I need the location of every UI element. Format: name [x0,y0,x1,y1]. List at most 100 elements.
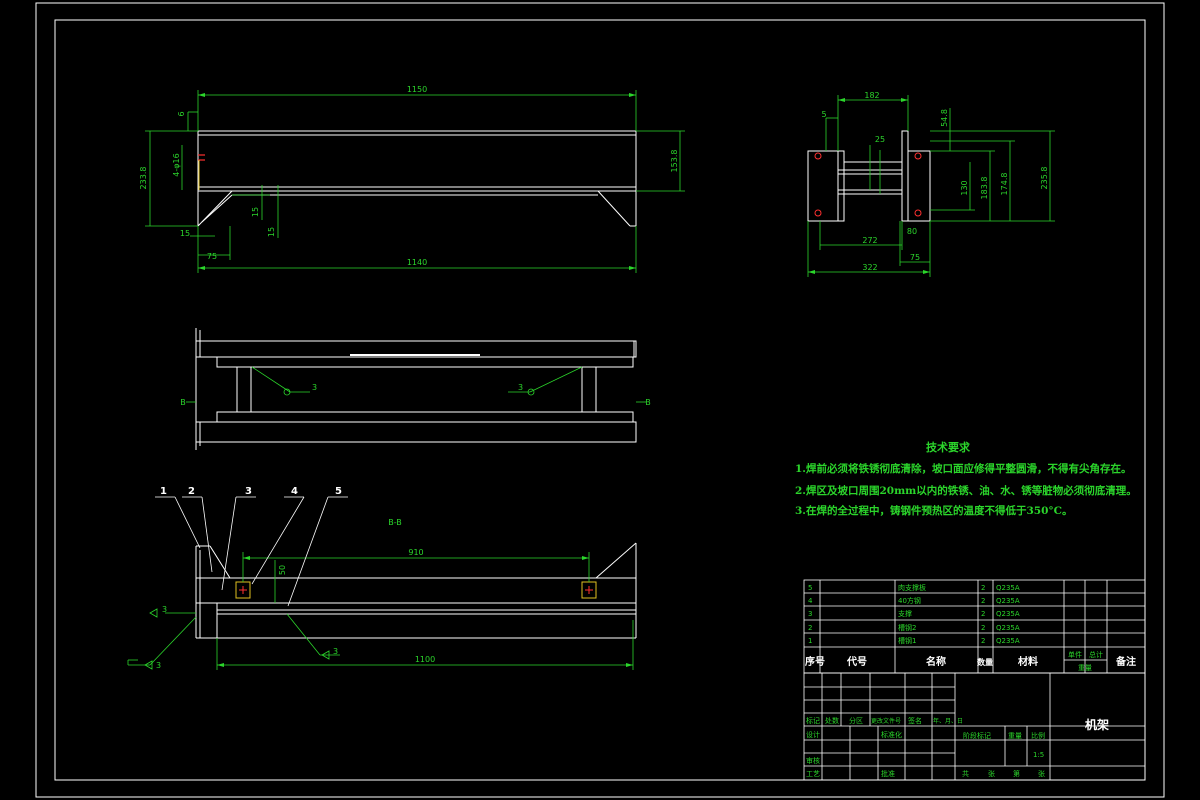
tb-standard: 标准化 [881,730,902,739]
dim-top-bottom: 1140 [407,258,427,267]
balloon-5: 5 [335,486,342,497]
top-view: 1150 1140 233.8 153.8 6 15 15 15 75 4-φ1… [139,85,685,273]
sheet-frame [35,2,1165,798]
tech-title: 技术要求 [926,440,971,454]
bom-cell: 2 [981,610,985,618]
balloon-3: 3 [245,486,252,497]
tb-doc-no: 更改文件号 [871,717,901,725]
tb-sign: 签名 [908,716,922,725]
tb-scale: 比例 [1031,731,1045,740]
dim-side-130: 130 [960,180,969,195]
tb-approve: 批准 [881,769,895,778]
dim-side-5: 5 [821,110,826,119]
bom-cell: 肉支撑板 [898,583,926,592]
bom-header: 序号 代号 名称 数量 材料 单件 总计 重量 备注 [805,650,1136,672]
dim-side-183: 183.8 [980,177,989,200]
bom-header-unit: 单件 [1068,650,1082,659]
bom-cell: 1 [808,637,812,645]
dim-mid-3a: 3 [312,383,317,392]
dim-side-80: 80 [907,227,917,236]
tb-weight: 重量 [1008,732,1022,740]
bom-cell: 3 [808,610,812,618]
dim-bot-50: 50 [278,565,287,575]
dim-side-54: 54.8 [940,109,949,127]
tech-line-1: 1.焊前必须将铁锈彻底清除，坡口面应修得平整圆滑，不得有尖角存在。 [795,462,1131,475]
tb-sheet-unit: 张 [988,769,995,778]
bom-row-2: 2 槽钢2 2 Q235A [808,623,1020,632]
bom-header-name: 名称 [926,655,946,668]
dim-bot-3c: 3 [333,647,338,656]
tb-scale-value: 1:5 [1033,751,1044,759]
dim-top-15b: 15 [251,207,260,217]
dim-bot-1100: 1100 [415,655,435,664]
bom-cell: 2 [981,597,985,605]
bom-header-remark: 备注 [1115,655,1136,668]
bom-cell: 2 [981,584,985,592]
tb-sheet-unit2: 张 [1038,769,1045,778]
dim-side-182: 182 [864,91,879,100]
bom-row-1: 1 槽钢1 2 Q235A [808,636,1020,645]
balloon-4: 4 [291,486,298,497]
bom-cell: 40方钢 [898,596,921,605]
dim-top-15a: 15 [180,229,190,238]
tech-line-3: 3.在焊的全过程中，铸钢件预热区的温度不得低于350°C。 [795,504,1073,517]
dim-side-272: 272 [862,236,877,245]
dim-bot-910: 910 [408,548,423,557]
bom-cell: 2 [808,624,812,632]
tb-design: 设计 [806,730,820,739]
dim-bot-3b: 3 [156,661,161,670]
dim-top-6: 6 [177,111,186,116]
dim-top-15c: 15 [267,227,276,237]
dim-top-75: 75 [207,252,217,261]
bom-header-no: 序号 [805,655,825,668]
bom-row-4: 4 40方钢 2 Q235A [808,596,1020,605]
dim-top-left-height: 233.8 [139,167,148,190]
bom-header-mat: 材料 [1018,655,1038,668]
dim-side-322: 322 [862,263,877,272]
section-view: 910 1100 50 3 3 3 B-B 1 2 3 4 5 [127,486,637,670]
bom-row-3: 3 支撑 2 Q235A [808,609,1020,618]
dim-mid-B-left: B [180,398,186,407]
dim-top-right-height: 153.8 [670,150,679,173]
dim-side-174: 174.8 [1000,173,1009,196]
tb-zone: 分区 [849,716,863,725]
tb-sheets: 共 [962,769,969,778]
bom-cell: 槽钢1 [898,636,916,645]
dim-top-hole: 4-φ16 [172,153,181,176]
section-label: B-B [388,518,402,527]
bom-table: 5 肉支撑板 2 Q235A 4 40方钢 2 Q235A 3 支撑 2 Q23… [803,579,1146,674]
tb-sheet-no: 第 [1013,769,1020,778]
bom-header-total: 总计 [1089,650,1103,659]
balloon-1: 1 [160,486,167,497]
technical-requirements: 技术要求 1.焊前必须将铁锈彻底清除，坡口面应修得平整圆滑，不得有尖角存在。 2… [795,440,1137,517]
bom-cell: 2 [981,637,985,645]
tech-line-2: 2.焊区及坡口周围20mm以内的铁锈、油、水、锈等脏物必须彻底清理。 [795,484,1137,497]
dim-side-75: 75 [910,253,920,262]
bom-cell: Q235A [996,624,1020,632]
bom-cell: Q235A [996,584,1020,592]
bom-cell: Q235A [996,637,1020,645]
bom-row-5: 5 肉支撑板 2 Q235A [808,583,1020,592]
tb-process: 工艺 [806,770,820,778]
dim-mid-3b: 3 [518,383,523,392]
dim-mid-B-right: B [645,398,651,407]
balloon-2: 2 [188,486,195,497]
tb-date: 年、月、日 [933,717,963,725]
part-name: 机架 [1085,717,1109,732]
bom-header-qty: 数量 [977,657,993,667]
front-view: 3 3 B B [180,328,651,450]
bom-header-code: 代号 [846,655,867,668]
dim-bot-3a: 3 [162,605,167,614]
tb-review: 审核 [806,756,820,765]
tb-count: 处数 [825,716,839,725]
bom-cell: Q235A [996,610,1020,618]
tb-mark: 标记 [806,716,820,725]
bom-cell: 5 [808,584,812,592]
bom-cell: Q235A [996,597,1020,605]
dim-top-overall: 1150 [407,85,427,94]
bom-cell: 支撑 [898,609,912,618]
bom-cell: 4 [808,597,813,605]
bom-cell: 槽钢2 [898,623,916,632]
bom-cell: 2 [981,624,985,632]
